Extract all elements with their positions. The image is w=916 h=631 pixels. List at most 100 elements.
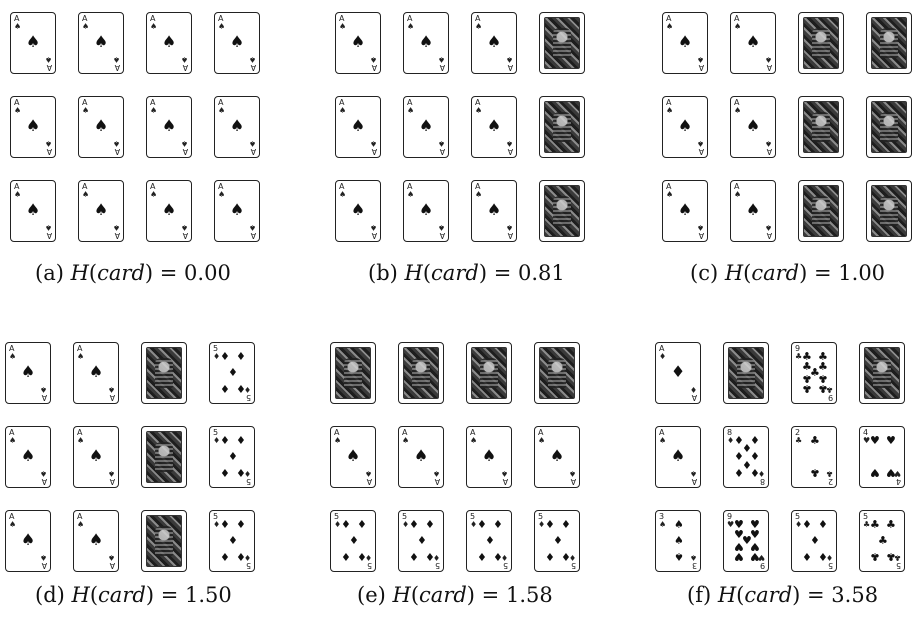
spade-pip-icon: ♠ (418, 116, 434, 136)
diamond-pip-icon: ♦ (477, 518, 487, 531)
diamond-pip-icon: ♦ (228, 450, 238, 463)
caption-arg: card (419, 583, 467, 607)
caption-open: ( (743, 261, 752, 285)
spade-pip-icon: ♠ (745, 116, 761, 136)
caption-eq: = (153, 261, 185, 285)
caption-eq: = (800, 583, 832, 607)
card-index-top: A♠ (470, 428, 478, 445)
diamond-five-card: 5♦5♦♦♦♦♦♦ (209, 342, 255, 404)
card-index-top: A♠ (82, 98, 90, 115)
club-pip-icon: ♣ (810, 366, 820, 379)
spade-ace-card: A♠A♠♠ (73, 426, 119, 488)
card-index-top: A♠ (150, 14, 158, 31)
card-index-top: 5♣ (863, 512, 871, 529)
spade-ace-card: A♠A♠♠ (73, 342, 119, 404)
card-index-top: A♠ (218, 98, 226, 115)
spade-ace-card: A♠A♠♠ (471, 96, 517, 158)
card-index-top: A♠ (734, 98, 742, 115)
spade-pip-icon: ♠ (229, 200, 245, 220)
spade-ace-card: A♠A♠♠ (730, 12, 776, 74)
heart-pip-icon: ♥ (886, 434, 896, 447)
card-index-bottom: 2♣ (825, 469, 833, 486)
diamond-pip-icon: ♦ (553, 534, 563, 547)
card-index-top: A♠ (666, 182, 674, 199)
face-card-artwork (544, 101, 580, 153)
heart-pip-icon: ♥ (870, 434, 880, 447)
caption-open: ( (410, 583, 420, 607)
card-index-bottom: A♠ (696, 55, 704, 72)
spade-ace-card: A♠A♠♠ (403, 12, 449, 74)
card-index-top: A♠ (14, 14, 22, 31)
heart-pip-icon: ♥ (886, 466, 896, 479)
card-index-top: A♠ (475, 98, 483, 115)
diamond-pip-icon: ♦ (425, 550, 435, 563)
diamond-five-card: 5♦5♦♦♦♦♦♦ (209, 426, 255, 488)
diamond-pip-icon: ♦ (818, 550, 828, 563)
spade-pip-icon: ♠ (229, 32, 245, 52)
club-pip-icon: ♣ (810, 434, 820, 447)
diamond-pip-icon: ♦ (545, 550, 555, 563)
caption-value: 1.50 (184, 583, 232, 607)
face-card (141, 342, 187, 404)
spade-pip-icon: ♠ (486, 32, 502, 52)
spade-ace-card: A♠A♠♠ (335, 12, 381, 74)
face-card-artwork (871, 185, 907, 237)
card-index-top: A♠ (407, 14, 415, 31)
spade-pip-icon: ♠ (677, 32, 693, 52)
card-index-top: 9♣ (795, 344, 803, 361)
card-index-top: A♠ (666, 98, 674, 115)
spade-ace-card: A♠A♠♠ (78, 96, 124, 158)
diamond-pip-icon: ♦ (349, 534, 359, 547)
card-index-top: A♠ (407, 98, 415, 115)
face-card (398, 342, 444, 404)
diamond-pip-icon: ♦ (341, 550, 351, 563)
diamond-pip-icon: ♦ (220, 466, 230, 479)
heart-pip-icon: ♥ (742, 534, 752, 547)
heart-nine-card: 9♥9♥♥♥♥♥♥♥♥♥♥ (723, 510, 769, 572)
card-index-top: A♠ (339, 98, 347, 115)
card-index-bottom: A♠ (437, 223, 445, 240)
spade-pip-icon: ♠ (677, 200, 693, 220)
club-nine-card: 9♣9♣♣♣♣♣♣♣♣♣♣ (791, 342, 837, 404)
face-card (539, 180, 585, 242)
spade-ace-card: A♠A♠♠ (5, 426, 51, 488)
spade-ace-card: A♠A♠♠ (10, 180, 56, 242)
card-index-bottom: A♠ (364, 469, 372, 486)
diamond-eight-card: 8♦8♦♦♦♦♦♦♦♦♦ (723, 426, 769, 488)
diamond-pip-icon: ♦ (802, 518, 812, 531)
face-card (798, 96, 844, 158)
diamond-ace-card: A♦A♦♦ (655, 342, 701, 404)
card-index-bottom: A♠ (369, 223, 377, 240)
card-index-top: A♠ (82, 182, 90, 199)
card-index-top: 5♦ (470, 512, 478, 529)
spade-ace-card: A♠A♠♠ (534, 426, 580, 488)
card-index-bottom: A♠ (107, 469, 115, 486)
spade-pip-icon: ♠ (418, 32, 434, 52)
spade-pip-icon: ♠ (345, 446, 361, 466)
caption-eq: = (475, 583, 506, 607)
card-index-bottom: 3♠ (689, 553, 697, 570)
face-card-artwork (864, 347, 900, 399)
card-index-top: A♠ (77, 428, 85, 445)
card-index-top: A♠ (407, 182, 415, 199)
spade-ace-card: A♠A♠♠ (662, 12, 708, 74)
card-index-bottom: A♦ (689, 385, 697, 402)
face-card (798, 12, 844, 74)
spade-ace-card: A♠A♠♠ (78, 180, 124, 242)
spade-ace-card: A♠A♠♠ (471, 12, 517, 74)
diamond-pip-icon: ♦ (734, 434, 744, 447)
club-two-card: 2♣2♣♣♣ (791, 426, 837, 488)
diamond-five-card: 5♦5♦♦♦♦♦♦ (209, 510, 255, 572)
spade-ace-card: A♠A♠♠ (214, 180, 260, 242)
card-index-top: 9♥ (727, 512, 735, 529)
spade-pip-icon: ♠ (674, 534, 684, 547)
panel-caption: (b) H(card) = 0.81 (368, 261, 565, 285)
card-index-top: A♠ (14, 98, 22, 115)
diamond-pip-icon: ♦ (228, 534, 238, 547)
caption-eq: = (154, 583, 185, 607)
card-index-bottom: A♠ (696, 223, 704, 240)
heart-pip-icon: ♥ (734, 550, 744, 563)
face-card-artwork (539, 347, 575, 399)
caption-eq: = (807, 261, 839, 285)
spade-pip-icon: ♠ (229, 116, 245, 136)
